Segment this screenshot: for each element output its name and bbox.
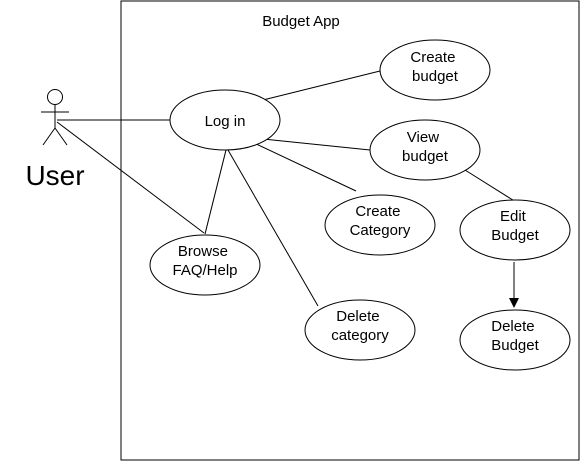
use-case-ellipse xyxy=(149,234,261,296)
use-case-label-line-1: Edit xyxy=(500,208,527,225)
use-case-label-line-2: Budget xyxy=(491,227,539,244)
actor-label: User xyxy=(25,160,84,191)
use-case-label-line-2: budget xyxy=(412,68,459,85)
use-case-create-budget[interactable]: Create budget xyxy=(379,39,491,101)
use-case-ellipse xyxy=(324,194,436,256)
use-case-ellipse xyxy=(459,199,571,261)
use-case-ellipse xyxy=(369,119,481,181)
associations xyxy=(56,70,519,308)
use-case-label-line-1: View xyxy=(407,129,439,146)
association-user-browse-faq xyxy=(56,121,205,234)
svg-text:Delete Budget: Delete Budget xyxy=(491,318,539,354)
use-case-ellipse xyxy=(169,89,281,151)
svg-text:Create Category: Create Category xyxy=(350,203,411,239)
use-case-ellipse xyxy=(459,309,571,371)
use-case-label-line-1: Create xyxy=(410,49,455,66)
actor-left-leg xyxy=(42,127,56,146)
use-case-edit-budget[interactable]: Edit Budget xyxy=(459,199,571,261)
use-case-delete-budget[interactable]: Delete Budget xyxy=(459,309,571,371)
use-case-label-line-1: Create xyxy=(355,203,400,220)
system-title: Budget App xyxy=(262,13,340,30)
actor-user[interactable] xyxy=(41,89,69,146)
svg-text:Browse FAQ/Help: Browse FAQ/Help xyxy=(172,243,237,279)
svg-text:View budget: View budget xyxy=(402,129,449,165)
association-login-delete-category xyxy=(227,149,319,307)
actor-right-leg xyxy=(54,127,68,146)
use-case-label-line-1: Delete xyxy=(336,308,379,325)
use-case-label-line-2: FAQ/Help xyxy=(172,262,237,279)
use-case-label-line-2: Category xyxy=(350,222,411,239)
svg-text:Delete category: Delete category xyxy=(331,308,389,344)
association-login-view-budget xyxy=(262,138,371,151)
use-case-label-line-1: Browse xyxy=(178,243,228,260)
use-case-create-category[interactable]: Create Category xyxy=(324,194,436,256)
svg-text:Create budget: Create budget xyxy=(410,49,459,85)
use-case-ellipse xyxy=(304,299,416,361)
svg-text:Log in: Log in xyxy=(205,113,246,130)
use-case-browse-faq[interactable]: Browse FAQ/Help xyxy=(149,234,261,296)
svg-text:Edit Budget: Edit Budget xyxy=(491,208,539,244)
use-case-label: Log in xyxy=(205,113,246,130)
use-case-label-line-2: Budget xyxy=(491,337,539,354)
use-case-ellipse xyxy=(379,39,491,101)
association-login-create-budget xyxy=(262,70,381,101)
association-login-create-category xyxy=(253,142,357,192)
actor-head xyxy=(47,89,63,105)
association-view-budget-edit-budget xyxy=(464,169,517,203)
use-case-label-line-2: budget xyxy=(402,148,449,165)
association-login-browse-faq xyxy=(204,149,227,235)
use-case-view-budget[interactable]: View budget xyxy=(369,119,481,181)
use-case-delete-category[interactable]: Delete category xyxy=(304,299,416,361)
use-case-label-line-2: category xyxy=(331,327,389,344)
use-case-log-in[interactable]: Log in xyxy=(169,89,281,151)
use-case-label-line-1: Delete xyxy=(491,318,534,335)
